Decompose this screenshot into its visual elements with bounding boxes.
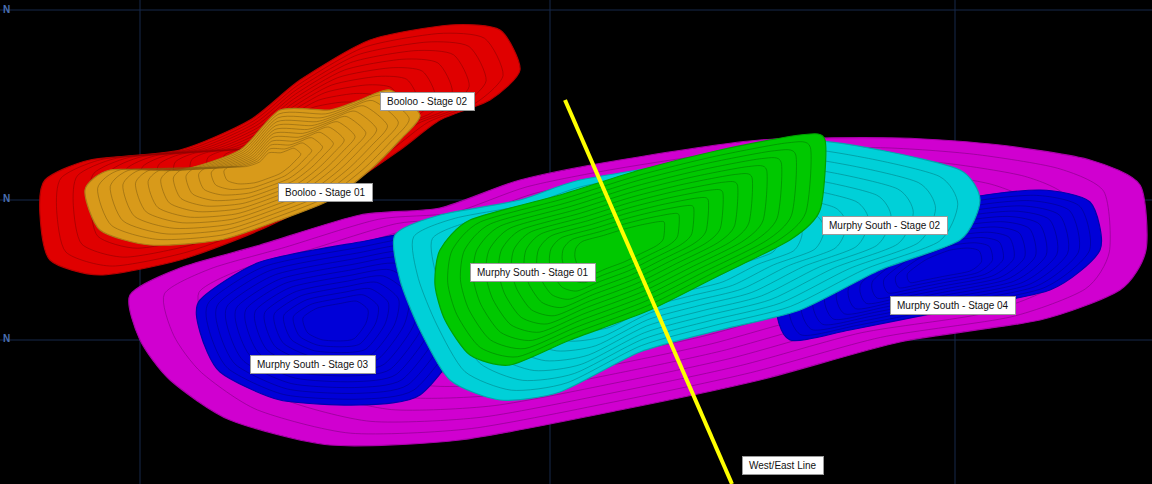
grid-coordinate: N — [3, 4, 10, 15]
bench-line — [98, 95, 410, 240]
bench-line — [473, 158, 782, 341]
pit-shells — [40, 25, 1147, 446]
bench-line — [224, 148, 301, 184]
grid-line — [0, 10, 1152, 11]
bench-line — [264, 276, 409, 365]
pit-stage-shell — [40, 25, 520, 275]
bench-line — [511, 182, 738, 316]
bench-line — [135, 111, 376, 223]
stage-label: Booloo - Stage 01 — [285, 186, 366, 199]
stage-label: Booloo - Stage 02 — [387, 95, 468, 108]
bench-line — [110, 100, 398, 234]
stage-label: Murphy South - Stage 02 — [829, 219, 941, 232]
label-box: Murphy South - Stage 04 — [890, 296, 1016, 315]
pit-outline — [85, 90, 420, 245]
bench-line — [498, 174, 752, 325]
label-box: Murphy South - Stage 01 — [470, 263, 596, 282]
bench-line — [148, 116, 366, 217]
grid-coordinate: N — [3, 193, 10, 204]
label-box: Murphy South - Stage 03 — [250, 355, 376, 374]
bench-line — [73, 42, 486, 257]
section-line — [565, 100, 732, 484]
bench-line — [56, 33, 503, 266]
bench-line — [283, 288, 388, 352]
label-box: Murphy South - Stage 02 — [822, 216, 948, 235]
bench-line — [303, 301, 369, 341]
bench-line — [123, 106, 388, 229]
bench-line — [274, 282, 399, 358]
stage-label: Murphy South - Stage 01 — [477, 266, 589, 279]
bench-line — [293, 295, 379, 347]
bench-line — [486, 166, 767, 333]
bench-line — [524, 189, 723, 307]
label-box: West/East Line — [742, 456, 824, 475]
stage-label: Murphy South - Stage 04 — [897, 299, 1009, 312]
pit-stage-shell — [85, 90, 420, 245]
grid-coordinate: N — [3, 333, 10, 344]
stage-label: West/East Line — [749, 459, 817, 472]
label-box: Booloo - Stage 02 — [380, 92, 475, 111]
bench-line — [537, 197, 709, 299]
stage-label: Murphy South - Stage 03 — [257, 358, 369, 371]
label-box: Booloo - Stage 01 — [278, 183, 373, 202]
pit-outline — [40, 25, 520, 275]
